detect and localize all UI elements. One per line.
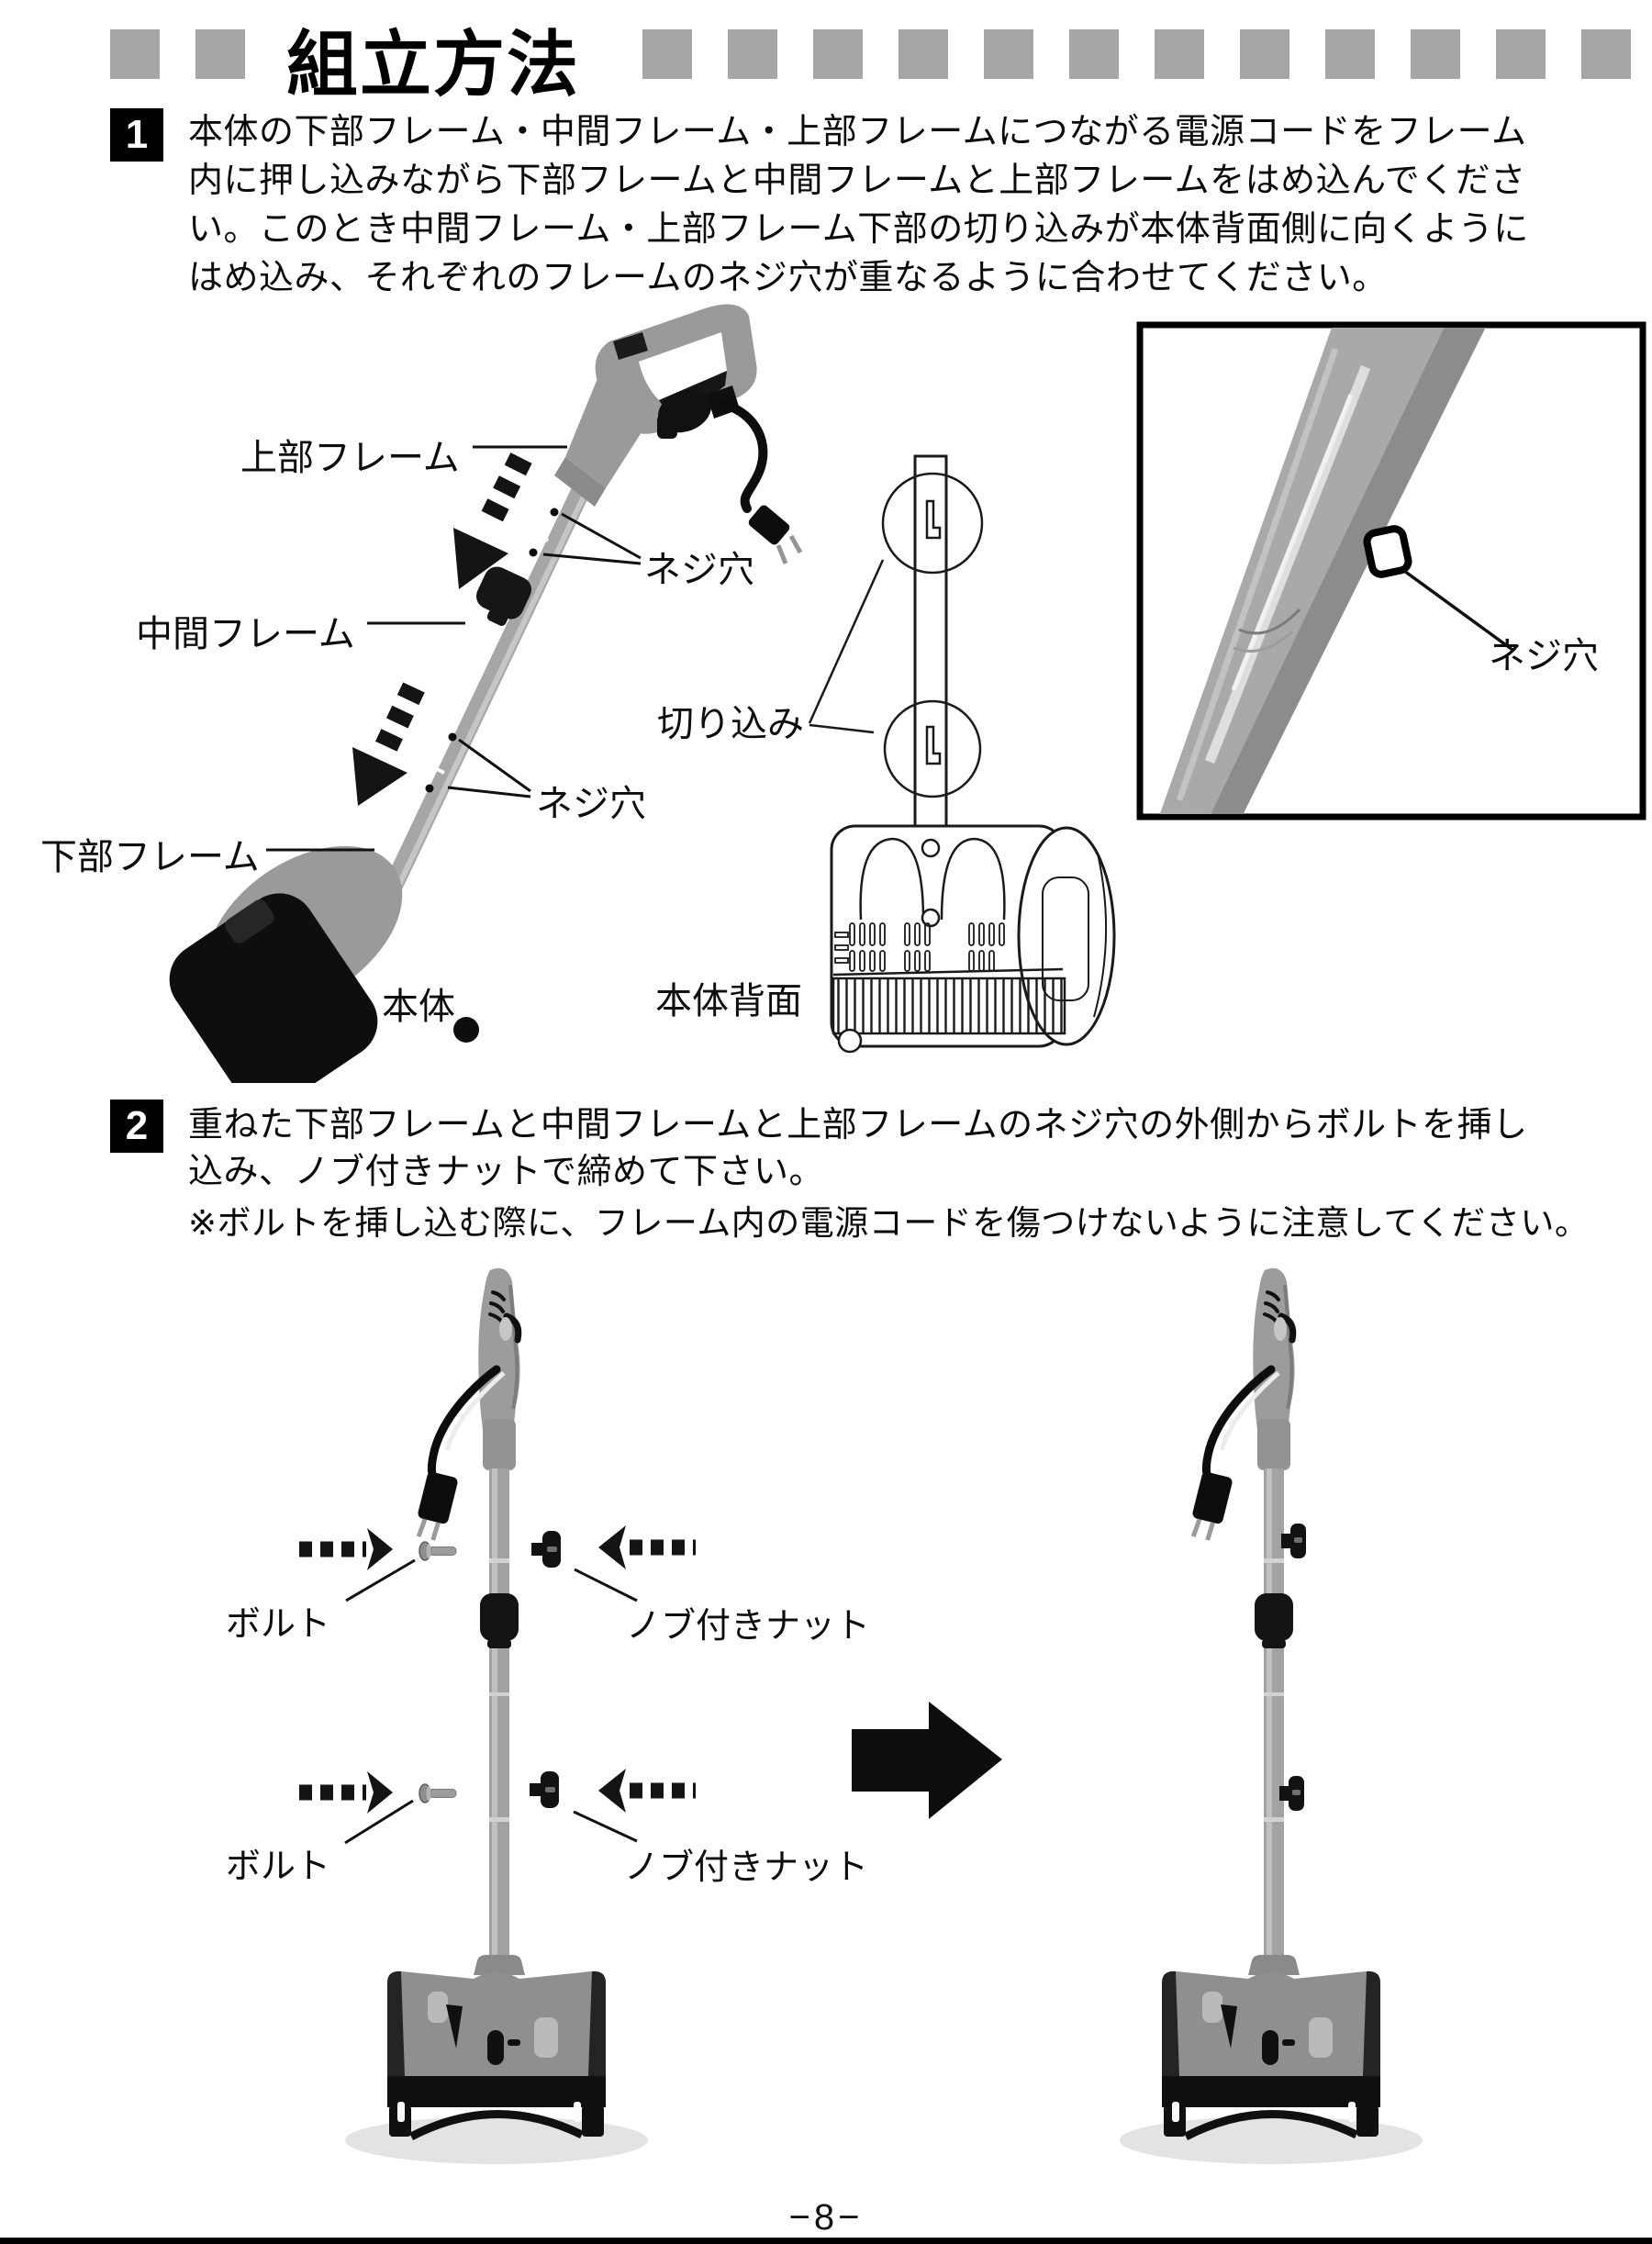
- step1-marker: 1: [110, 108, 163, 162]
- step2-line2: 込み、ノブ付きナットで締めて下さい。: [188, 1153, 825, 1191]
- device-angled-illustration: [169, 304, 803, 1083]
- title-square: [1069, 29, 1119, 79]
- wheel: [453, 1017, 479, 1043]
- knob-nut-icon: [531, 1531, 561, 1568]
- figure1-assembly-diagram: [169, 304, 1646, 1083]
- knob-nut-attached-icon: [1279, 1776, 1304, 1811]
- power-plug: [748, 505, 790, 545]
- step2-line1: 重ねた下部フレームと中間フレームと上部フレームのネジ穴の外側からボルトを挿し: [188, 1106, 1528, 1144]
- power-cord: [719, 399, 768, 513]
- label-screw-hole-lower: ネジ穴: [536, 784, 646, 824]
- step1-line1: 本体の下部フレーム・中間フレーム・上部フレームにつながる電源コードをフレーム: [188, 113, 1527, 151]
- label-body-back: 本体背面: [655, 981, 802, 1022]
- title-square: [195, 29, 245, 79]
- device-exploded-illustration: [299, 1268, 696, 2164]
- step1-line4: はめ込み、それぞれのフレームのネジ穴が重なるように合わせてください。: [188, 259, 1388, 297]
- label-screw-hole-upper: ネジ穴: [644, 550, 754, 590]
- title-square: [1496, 29, 1546, 79]
- notch-shape: [925, 725, 942, 765]
- step1-line3: い。このとき中間フレーム・上部フレーム下部の切り込みが本体背面側に向くように: [188, 210, 1529, 249]
- bottom-rule: [0, 2238, 1652, 2244]
- title-square: [984, 29, 1033, 79]
- device-assembled-illustration: [1120, 1268, 1423, 2164]
- title-square: [642, 29, 692, 79]
- clamp-lever: [475, 566, 532, 626]
- insert-arrow-icon: [598, 1525, 696, 1569]
- step2-marker: 2: [110, 1100, 163, 1153]
- step1-line2: 内に押し込みながら下部フレームと中間フレームと上部フレームをはめ込んでくださ: [188, 162, 1526, 200]
- title-square: [728, 29, 777, 79]
- label-screw-hole-detail: ネジ穴: [1489, 636, 1599, 676]
- label-bolt-1: ボルト: [226, 1605, 331, 1644]
- screw-hole-cutout: [1363, 525, 1412, 578]
- insert-arrow-icon: [299, 1528, 393, 1570]
- knob-nut-icon: [530, 1771, 559, 1808]
- title-square: [110, 29, 160, 79]
- bolt-icon: [419, 1541, 457, 1561]
- page-title: 組立方法: [286, 24, 581, 105]
- page-number: −8−: [788, 2197, 864, 2238]
- notch-highlight-circle: [881, 472, 984, 575]
- insert-arrow-icon: [598, 1769, 696, 1813]
- label-body: 本体: [382, 987, 455, 1027]
- bolt-icon: [419, 1783, 457, 1803]
- screw-hole-dot: [529, 548, 538, 557]
- device-backview-linedrawing: [808, 454, 1116, 1054]
- insert-direction-arrow-icon: [453, 452, 532, 589]
- title-square: [1155, 29, 1204, 79]
- title-square: [813, 29, 863, 79]
- knob-nut-attached-icon: [1281, 1524, 1306, 1558]
- figure2-bolt-diagram: [0, 1267, 1652, 2194]
- screw-hole-detail-box: [1136, 321, 1646, 821]
- screw-hole-dot: [425, 784, 434, 793]
- title-square: [1240, 29, 1289, 79]
- label-notch: 切り込み: [657, 704, 804, 744]
- title-square: [1581, 29, 1631, 79]
- step2-note: ※ボルトを挿し込む際に、フレーム内の電源コードを傷つけないように注意してください…: [188, 1204, 1590, 1242]
- title-square: [1411, 29, 1460, 79]
- screw-hole-dot: [550, 508, 559, 517]
- label-upper-frame: 上部フレーム: [240, 438, 460, 478]
- insert-arrow-icon: [299, 1771, 393, 1814]
- next-step-arrow-icon: [852, 1702, 1002, 1819]
- notch-shape: [925, 499, 942, 540]
- insert-direction-arrow-icon: [352, 682, 425, 806]
- label-knob-nut-2: ノブ付きナット: [624, 1848, 869, 1887]
- notch-highlight-circle: [883, 699, 982, 798]
- label-knob-nut-1: ノブ付きナット: [626, 1607, 871, 1646]
- label-middle-frame: 中間フレーム: [136, 614, 355, 654]
- label-bolt-2: ボルト: [226, 1848, 331, 1886]
- title-square: [1325, 29, 1375, 79]
- title-square: [899, 29, 948, 79]
- screw-hole-dot: [448, 732, 457, 742]
- label-lower-frame: 下部フレーム: [40, 837, 260, 877]
